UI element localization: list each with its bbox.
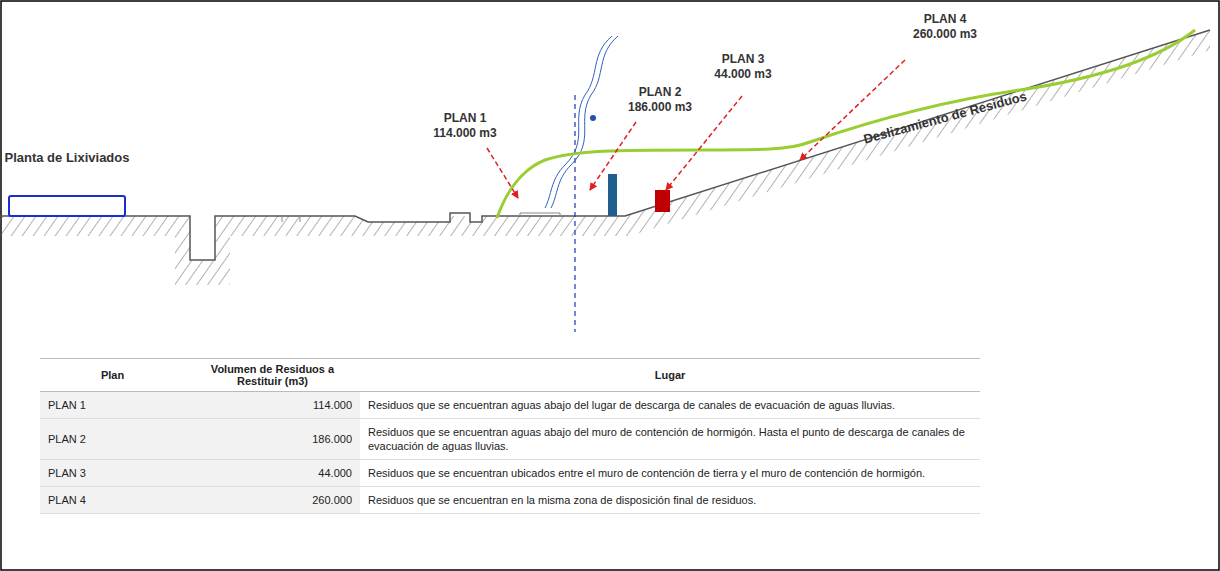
table-cell: PLAN 1 bbox=[48, 399, 86, 411]
table-cell: Residuos que se encuentran ubicados entr… bbox=[368, 467, 925, 479]
ground-hatch bbox=[0, 30, 1210, 285]
table-cell: 186.000 bbox=[312, 433, 352, 445]
table-cell: 44.000 bbox=[318, 467, 352, 479]
plan-callout: 44.000 m3 bbox=[714, 67, 771, 81]
volume-table: Plan Volumen de Residuos a Restituir (m3)… bbox=[40, 358, 980, 514]
node-label: Planta de Lixiviados bbox=[4, 150, 130, 165]
table-cell: PLAN 3 bbox=[48, 467, 86, 479]
section-line bbox=[574, 95, 575, 332]
table-cell: 260.000 bbox=[312, 494, 352, 506]
table-cell: Residuos que se encuentran aguas abajo d… bbox=[368, 399, 895, 411]
earth-wall bbox=[655, 190, 670, 212]
table-header: Lugar bbox=[655, 369, 686, 381]
table-cell: Residuos que se encuentran en la misma z… bbox=[368, 494, 756, 506]
plan-callout: PLAN 2 bbox=[639, 85, 682, 99]
leader-arrow bbox=[590, 122, 636, 190]
slide-line bbox=[497, 30, 1195, 218]
table-cell: Residuos que se encuentran aguas abajo d… bbox=[368, 426, 965, 452]
plan-callout: 114.000 m3 bbox=[433, 126, 496, 140]
table-cell: PLAN 2 bbox=[48, 433, 86, 445]
plan-callout: 260.000 m3 bbox=[913, 27, 977, 41]
table-header: Volumen de Residuos a Restituir (m3) bbox=[211, 363, 334, 387]
plan-callout: PLAN 1 bbox=[444, 111, 487, 125]
plan-callout: PLAN 4 bbox=[924, 12, 967, 26]
plan-callout: 186.000 m3 bbox=[628, 100, 692, 114]
table-header: Plan bbox=[101, 369, 124, 381]
ground-steps bbox=[282, 213, 560, 222]
table-cell: 114.000 bbox=[313, 399, 352, 411]
leader-arrow bbox=[800, 60, 905, 160]
table-cell: PLAN 4 bbox=[48, 494, 86, 506]
plant-node: Planta de Lixiviados bbox=[4, 150, 130, 217]
stream bbox=[545, 36, 618, 208]
plan-callout: PLAN 3 bbox=[722, 52, 765, 66]
concrete-wall bbox=[608, 174, 617, 216]
leader-arrow bbox=[487, 148, 518, 198]
plant-box bbox=[8, 195, 126, 217]
discharge-point bbox=[590, 115, 596, 121]
ground-line bbox=[0, 30, 1210, 260]
